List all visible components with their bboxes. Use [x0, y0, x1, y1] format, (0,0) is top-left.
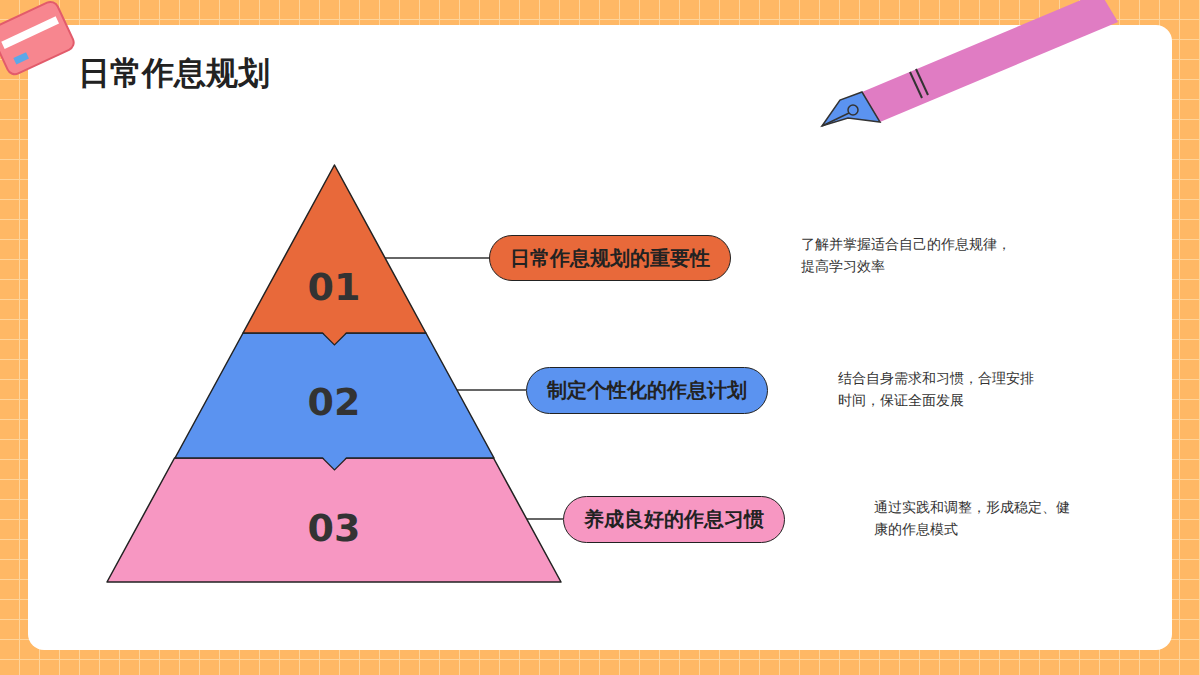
connector-line	[385, 257, 489, 259]
topic-pill: 制定个性化的作息计划	[526, 367, 768, 414]
description-note: 了解并掌握适合自己的作息规律， 提高学习效率	[801, 233, 1015, 277]
band-number: 01	[308, 265, 361, 309]
card	[28, 25, 1172, 650]
pyramid-band: 01	[243, 165, 426, 333]
slide-title: 日常作息规划	[78, 52, 270, 96]
connector-line	[527, 518, 563, 520]
topic-pill: 养成良好的作息习惯	[563, 496, 785, 543]
card-icon	[0, 0, 76, 77]
description-note: 结合自身需求和习惯，合理安排 时间，保证全面发展	[838, 367, 1038, 411]
band-fill	[243, 165, 426, 333]
connector-line	[456, 389, 526, 391]
description-note: 通过实践和调整，形成稳定、健 康的作息模式	[874, 496, 1074, 540]
band-number: 02	[308, 380, 361, 424]
pen-illustration	[822, 0, 1118, 126]
band-number: 03	[308, 506, 361, 550]
pill-label: 日常作息规划的重要性	[510, 245, 710, 272]
topic-pill: 日常作息规划的重要性	[489, 235, 731, 281]
band-fill	[175, 333, 494, 458]
pill-label: 制定个性化的作息计划	[547, 377, 747, 404]
pyramid-band: 02	[175, 333, 494, 458]
pyramid-band: 03	[107, 458, 561, 582]
pill-label: 养成良好的作息习惯	[584, 506, 764, 533]
band-fill	[107, 458, 561, 582]
